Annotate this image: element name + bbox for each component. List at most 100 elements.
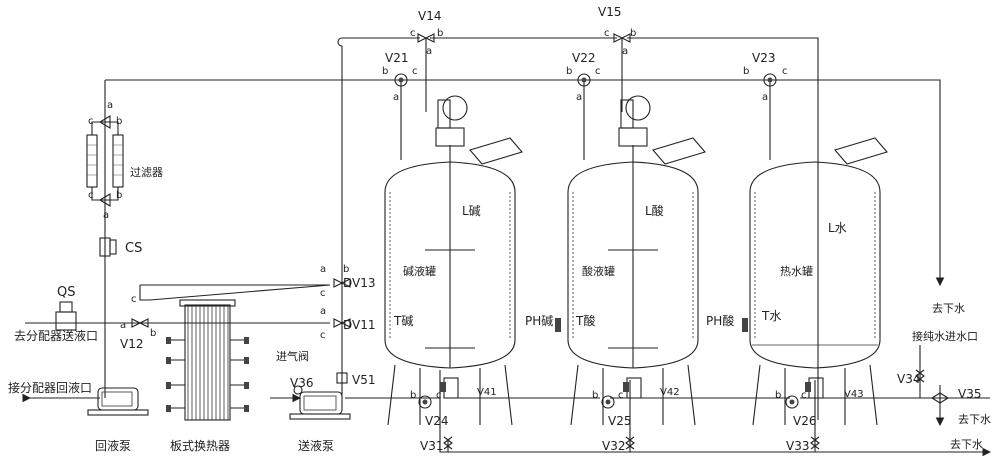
port-label: b xyxy=(150,328,156,339)
label-v41: V41 xyxy=(477,387,497,398)
port-label: c xyxy=(801,390,807,401)
tank-3-temp: T水 xyxy=(761,309,781,323)
label-qs: QS xyxy=(57,285,75,300)
port-label: a xyxy=(622,46,628,57)
tank-3-ph: PH酸 xyxy=(706,313,734,328)
port-label: a xyxy=(107,100,113,111)
label-v26: V26 xyxy=(793,414,816,428)
port-label: a xyxy=(426,46,432,57)
label-v22: V22 xyxy=(572,51,595,65)
label-filter: 过滤器 xyxy=(130,166,163,179)
label-v15: V15 xyxy=(598,5,621,19)
label-v43: V43 xyxy=(844,389,864,400)
valve-v15[interactable] xyxy=(613,33,631,43)
port-label: c xyxy=(595,66,601,77)
port-label: c xyxy=(436,390,442,401)
port-label: a xyxy=(576,92,582,103)
port-label: b xyxy=(343,264,349,275)
tank-2-ph: PH碱 xyxy=(525,314,553,328)
tank-1-level: L碱 xyxy=(462,204,481,218)
second-header-pipe xyxy=(105,79,945,287)
dest-to-distributor: 去分配器送液口 xyxy=(14,328,98,343)
label-v34: V34 xyxy=(897,372,920,386)
port-label: c xyxy=(88,190,94,201)
tank-1-temp: T碱 xyxy=(393,314,413,328)
valve-v35[interactable] xyxy=(930,392,950,404)
port-label: c xyxy=(320,330,326,341)
left-riser-pipe xyxy=(337,37,343,270)
port-label: c xyxy=(88,116,94,127)
valve-v24[interactable] xyxy=(418,395,432,409)
valve-v41[interactable] xyxy=(440,382,446,392)
port-label: a xyxy=(393,92,399,103)
port-label: c xyxy=(131,294,137,305)
ph-sensor-2 xyxy=(742,318,748,332)
qs-sensor xyxy=(59,301,73,313)
valve-v34[interactable] xyxy=(915,369,925,383)
port-label: a xyxy=(120,320,126,331)
port-label: a xyxy=(320,264,326,275)
tank-2-temp: T酸 xyxy=(575,313,595,328)
dest-drain-3: 去下水 xyxy=(950,438,983,451)
valve-v12[interactable] xyxy=(131,318,149,328)
dest-drain-1: 去下水 xyxy=(932,302,965,315)
dest-drain-2: 去下水 xyxy=(958,413,991,426)
port-label: c xyxy=(320,288,326,299)
port-label: c xyxy=(410,28,416,39)
label-air-valve: 进气阀 xyxy=(276,349,309,363)
label-v25: V25 xyxy=(608,414,631,428)
tank-hot-water xyxy=(749,137,888,426)
label-v21: V21 xyxy=(385,51,408,65)
port-label: a xyxy=(762,92,768,103)
label-v36: V36 xyxy=(290,376,313,390)
tank-3-name: 热水罐 xyxy=(780,265,813,278)
valve-v42[interactable] xyxy=(623,382,629,392)
label-dv13: DV13 xyxy=(343,276,376,290)
label-return-pump: 回液泵 xyxy=(95,438,131,453)
valve-v14[interactable] xyxy=(417,33,435,43)
valve-v23[interactable] xyxy=(763,73,777,87)
label-v14: V14 xyxy=(418,9,441,23)
ph-sensor-1 xyxy=(555,318,561,332)
valve-dv13[interactable] xyxy=(333,278,351,288)
valve-dv11[interactable] xyxy=(333,318,351,328)
port-label: c xyxy=(618,390,624,401)
valve-v32[interactable] xyxy=(625,436,635,450)
port-label: b xyxy=(743,66,749,77)
tank-1-name: 碱液罐 xyxy=(403,264,436,278)
label-plate-exchanger: 板式换热器 xyxy=(170,439,230,453)
port-label: a xyxy=(320,306,326,317)
port-label: b xyxy=(566,66,572,77)
tank-alkali xyxy=(384,95,523,426)
label-v33: V33 xyxy=(786,439,809,453)
label-v32: V32 xyxy=(602,439,625,453)
tank-2-level: L酸 xyxy=(645,203,664,218)
valve-v26[interactable] xyxy=(785,395,799,409)
valve-v43[interactable] xyxy=(805,382,811,392)
dest-pure-water: 接纯水进水口 xyxy=(912,330,978,343)
label-v42: V42 xyxy=(660,387,680,398)
port-label: c xyxy=(604,28,610,39)
port-label: b xyxy=(437,28,443,39)
label-v24: V24 xyxy=(425,414,448,428)
valve-v51[interactable] xyxy=(336,372,348,384)
tank-3-level: L水 xyxy=(828,221,847,235)
valve-v21[interactable] xyxy=(394,73,408,87)
port-label: c xyxy=(412,66,418,77)
supply-pump xyxy=(289,391,351,420)
port-label: b xyxy=(592,390,598,401)
valve-v31[interactable] xyxy=(443,436,453,450)
label-v31: V31 xyxy=(420,439,443,453)
valve-v36[interactable] xyxy=(270,385,303,403)
valve-v22[interactable] xyxy=(577,73,591,87)
return-pump xyxy=(87,387,149,416)
plate-heat-exchanger xyxy=(166,299,249,421)
label-v35: V35 xyxy=(958,387,981,401)
label-v51: V51 xyxy=(352,373,375,387)
label-cs: CS xyxy=(125,241,142,256)
valve-v33[interactable] xyxy=(810,436,820,450)
label-supply-pump: 送液泵 xyxy=(298,438,334,453)
valve-v25[interactable] xyxy=(601,395,615,409)
port-label: b xyxy=(410,390,416,401)
